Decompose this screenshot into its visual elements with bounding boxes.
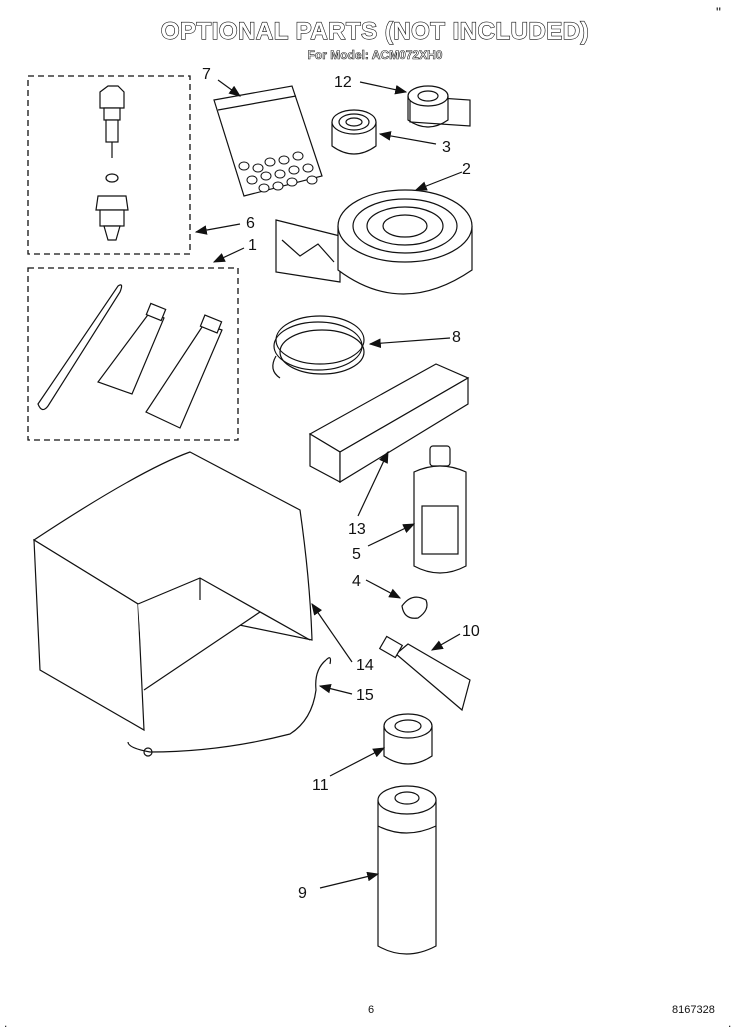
part-9-spray-can xyxy=(377,785,437,955)
part-4-bulb xyxy=(401,596,428,619)
part-12-tape-roll xyxy=(407,85,471,128)
callout-leaders xyxy=(194,79,463,889)
callout-14: 14 xyxy=(356,657,374,674)
part-3-foam-roll xyxy=(331,109,377,155)
kit-1-box xyxy=(27,267,239,441)
callout-11: 11 xyxy=(312,777,329,794)
callout-10: 10 xyxy=(462,623,480,640)
corner-mark-bottom-right: . xyxy=(728,1016,732,1030)
page-title: OPTIONAL PARTS (NOT INCLUDED) xyxy=(160,17,590,45)
callout-1: 1 xyxy=(248,237,257,254)
page-number: 6 xyxy=(368,1004,375,1016)
document-number: 8167328 xyxy=(672,1004,715,1016)
part-7-hardware-bag xyxy=(213,85,323,197)
part-2-seal-roll xyxy=(275,189,473,295)
callout-8: 8 xyxy=(452,329,461,346)
part-13-foam-block xyxy=(308,363,470,484)
part-6-valve-assembly xyxy=(27,75,191,255)
callout-2: 2 xyxy=(462,161,471,178)
kit-6-box xyxy=(27,75,191,255)
corner-mark-top-right: " xyxy=(716,4,721,20)
part-11-tape-roll xyxy=(383,713,433,765)
corner-mark-bottom-left: . xyxy=(4,1016,8,1030)
part-8-coiled-wire xyxy=(272,315,365,379)
callout-12: 12 xyxy=(334,74,352,91)
callout-3: 3 xyxy=(442,139,451,156)
callout-9: 9 xyxy=(298,885,307,902)
part-10-tube xyxy=(378,635,471,712)
callout-5: 5 xyxy=(352,546,361,563)
callout-6: 6 xyxy=(246,215,255,232)
callout-4: 4 xyxy=(352,573,361,590)
callout-13: 13 xyxy=(348,521,366,538)
callout-7: 7 xyxy=(202,66,211,83)
part-14-cover xyxy=(32,451,313,732)
part-1-sealant-kit xyxy=(27,267,239,441)
model-subtitle: For Model: ACM072XH0 xyxy=(307,48,443,63)
callout-15: 15 xyxy=(356,687,374,704)
part-15-cord xyxy=(127,657,332,757)
part-5-bottle xyxy=(413,445,467,574)
